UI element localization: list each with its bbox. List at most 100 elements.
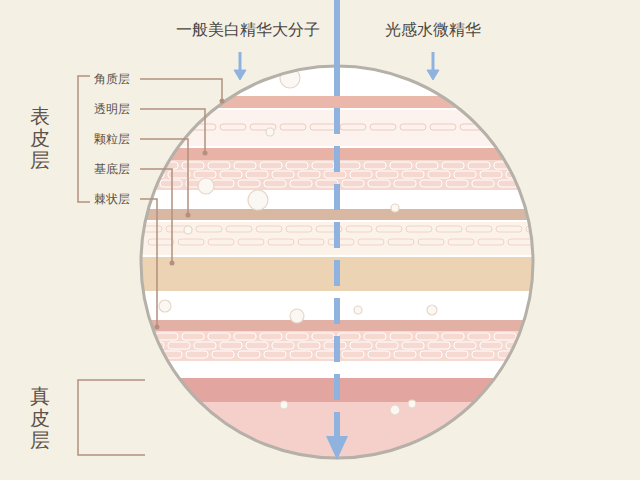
- cell: [524, 180, 546, 187]
- cell: [246, 342, 268, 349]
- cell: [390, 162, 412, 169]
- skin-layers: [130, 40, 568, 480]
- cell: [194, 171, 216, 178]
- cell: [376, 342, 398, 349]
- cell: [246, 171, 268, 178]
- cell: [182, 162, 204, 169]
- cell: [286, 333, 308, 340]
- cell: [520, 162, 542, 169]
- cell: [490, 124, 516, 130]
- cell: [324, 171, 346, 178]
- cell: [264, 180, 286, 187]
- cell: [420, 180, 442, 187]
- cell: [342, 180, 364, 187]
- cell: [520, 333, 542, 340]
- cell: [194, 342, 216, 349]
- cell: [196, 226, 222, 232]
- cell: [400, 124, 426, 130]
- molecule-bubble: [427, 305, 437, 315]
- cell: [368, 180, 390, 187]
- product-label: 一般美白精华大分子: [176, 20, 320, 41]
- cell: [310, 124, 336, 130]
- cell: [208, 333, 230, 340]
- cell: [226, 226, 252, 232]
- cell: [156, 333, 178, 340]
- cell: [238, 351, 260, 358]
- region-label: 表皮层: [30, 105, 50, 171]
- molecule-bubble: [159, 300, 171, 312]
- cell: [256, 226, 282, 232]
- cell: [234, 162, 256, 169]
- cell: [402, 342, 424, 349]
- cell: [280, 124, 306, 130]
- cell: [538, 239, 564, 245]
- molecule-bubble: [390, 405, 400, 415]
- cell: [376, 171, 398, 178]
- cell: [394, 180, 416, 187]
- cell: [388, 239, 414, 245]
- layer-label: 角质层: [94, 71, 130, 88]
- cell: [264, 351, 286, 358]
- cell: [182, 333, 204, 340]
- cell: [160, 124, 186, 130]
- molecule-bubble: [280, 401, 288, 409]
- brackets: [78, 76, 145, 455]
- cell: [454, 171, 476, 178]
- cell: [268, 239, 294, 245]
- cell: [532, 171, 554, 178]
- molecule-bubble: [198, 178, 214, 194]
- cell: [338, 333, 360, 340]
- cell: [472, 180, 494, 187]
- cell: [178, 239, 204, 245]
- cell: [212, 180, 234, 187]
- cell: [342, 351, 364, 358]
- cell: [134, 351, 156, 358]
- cell: [508, 239, 534, 245]
- cell: [346, 226, 372, 232]
- cell: [298, 171, 320, 178]
- layer-label: 基底层: [94, 161, 130, 178]
- cell: [364, 162, 386, 169]
- cell: [506, 171, 528, 178]
- cell: [442, 333, 464, 340]
- cell: [286, 162, 308, 169]
- cell: [312, 333, 334, 340]
- cell: [368, 351, 390, 358]
- cell: [472, 351, 494, 358]
- cell: [402, 171, 424, 178]
- cell: [494, 333, 516, 340]
- cell: [478, 239, 504, 245]
- cell: [480, 342, 502, 349]
- cell: [130, 162, 152, 169]
- cell: [208, 239, 234, 245]
- cell: [312, 162, 334, 169]
- cell: [428, 342, 450, 349]
- cell: [358, 239, 384, 245]
- cell: [260, 333, 282, 340]
- cell: [130, 124, 156, 130]
- cell: [416, 162, 438, 169]
- cell: [130, 333, 152, 340]
- cell: [468, 333, 490, 340]
- cell: [370, 124, 396, 130]
- leader-dots: [155, 99, 225, 330]
- cell: [260, 162, 282, 169]
- cell: [436, 226, 462, 232]
- cell: [350, 342, 372, 349]
- cell: [364, 333, 386, 340]
- cell: [520, 124, 546, 130]
- cell: [420, 351, 442, 358]
- cell: [446, 180, 468, 187]
- cell: [468, 162, 490, 169]
- molecule-bubble: [408, 400, 416, 408]
- cell: [454, 342, 476, 349]
- cell: [350, 171, 372, 178]
- cell: [394, 351, 416, 358]
- cell: [272, 171, 294, 178]
- cell: [546, 333, 568, 340]
- cell: [466, 226, 492, 232]
- cell: [234, 333, 256, 340]
- cell: [446, 351, 468, 358]
- region-label: 真皮层: [30, 385, 50, 451]
- cell: [406, 226, 432, 232]
